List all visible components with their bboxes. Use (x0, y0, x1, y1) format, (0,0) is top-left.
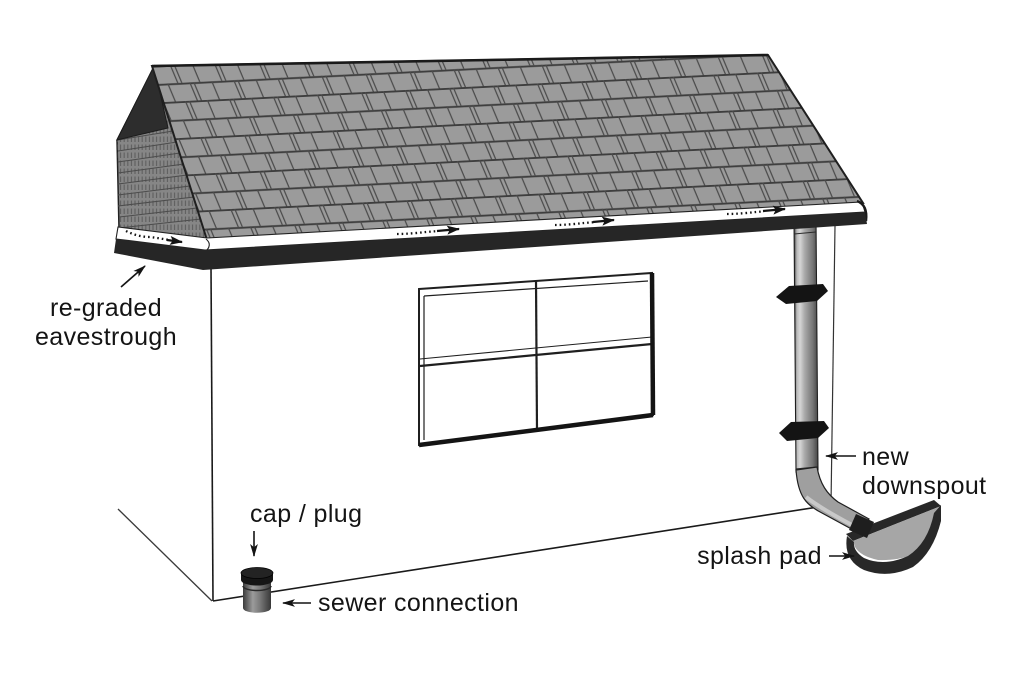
water-flow-arrows (125, 205, 786, 245)
sewer-connection-pipe (240, 567, 274, 613)
downspout-elbow (795, 466, 874, 538)
window-mullion-horizontal (419, 342, 653, 368)
flow-arrow-1 (125, 229, 183, 245)
label-splash-pad-text: splash pad (697, 542, 822, 570)
label-sewer-text: sewer connection (318, 589, 519, 617)
window-bottom-shadow (418, 412, 654, 448)
flow-arrow-3 (554, 216, 615, 227)
downspout-elbow-highlight (804, 495, 853, 527)
ground-line (117, 508, 213, 602)
label-eavestrough-arrow (120, 265, 146, 288)
downspout-seam-upper (793, 231, 817, 235)
window (418, 271, 656, 448)
eavestrough-corner-curve (205, 238, 210, 251)
plug-cap-top (240, 567, 274, 579)
label-downspout-line1: new (862, 443, 910, 471)
wall-left-edge (210, 266, 214, 602)
downspout-outlet (849, 514, 874, 538)
window-right-shadow (649, 272, 656, 416)
window-rail-upper (419, 336, 653, 360)
sewer-pipe-body (243, 581, 271, 613)
label-eavestrough-line1: re-graded (50, 294, 162, 322)
labels: re-graded eavestrough cap / plug sewer c… (35, 265, 987, 617)
eavestrough-fascia (114, 212, 867, 270)
label-eavestrough: re-graded eavestrough (35, 265, 177, 351)
flow-arrow-4 (726, 205, 786, 216)
flow-arrow-2 (396, 225, 460, 236)
label-eavestrough-line2: eavestrough (35, 323, 177, 351)
wall-bottom-edge (212, 504, 832, 602)
splash-pad (846, 500, 941, 574)
label-downspout: new downspout (825, 443, 987, 500)
label-splash-pad: splash pad (697, 542, 855, 570)
label-cap-plug: cap / plug (250, 500, 362, 557)
downspout-elbow-body (795, 466, 870, 533)
downspout-straps (776, 284, 829, 441)
ridge-line (151, 53, 769, 68)
downspout-strap-lower (779, 421, 829, 441)
label-downspout-line2: downspout (862, 472, 987, 500)
label-sewer: sewer connection (282, 589, 519, 617)
downspout-strap-upper (776, 284, 828, 304)
label-cap-plug-text: cap / plug (250, 500, 362, 528)
sewer-pipe-ring (242, 585, 272, 592)
splash-pad-front-rim (846, 505, 941, 574)
roof (116, 53, 865, 242)
eavestrough-end-cap (856, 199, 868, 222)
